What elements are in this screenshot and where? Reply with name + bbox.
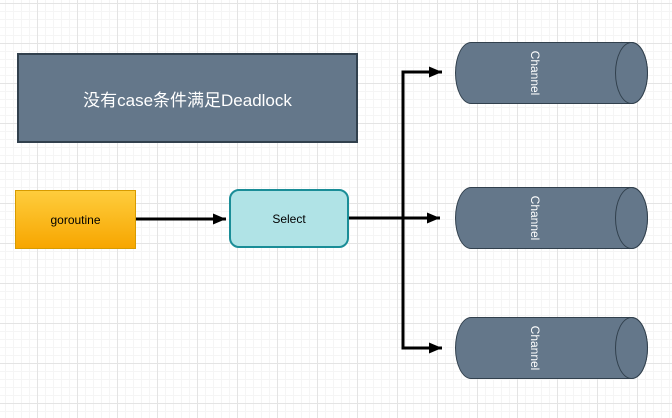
channel-bottom-label: Channel [528, 325, 542, 371]
goroutine-label: goroutine [50, 212, 101, 227]
channel-node-middle[interactable]: Channel [455, 187, 648, 249]
select-label: Select [272, 211, 306, 226]
channel-middle-label: Channel [528, 195, 542, 241]
goroutine-node[interactable]: goroutine [15, 190, 136, 249]
cylinder-cap [615, 317, 648, 379]
channel-top-label: Channel [528, 50, 542, 96]
deadlock-note-label: 没有case条件满足Deadlock [83, 90, 292, 110]
deadlock-note-node[interactable]: 没有case条件满足Deadlock [17, 53, 358, 143]
cylinder-cap [615, 42, 648, 104]
channel-node-top[interactable]: Channel [455, 42, 648, 104]
edge-select-to-channel-bottom[interactable] [349, 216, 442, 354]
channel-node-bottom[interactable]: Channel [455, 317, 648, 379]
cylinder-cap [615, 187, 648, 249]
select-node[interactable]: Select [229, 189, 349, 248]
edge-select-to-channel-top[interactable] [349, 66, 442, 220]
